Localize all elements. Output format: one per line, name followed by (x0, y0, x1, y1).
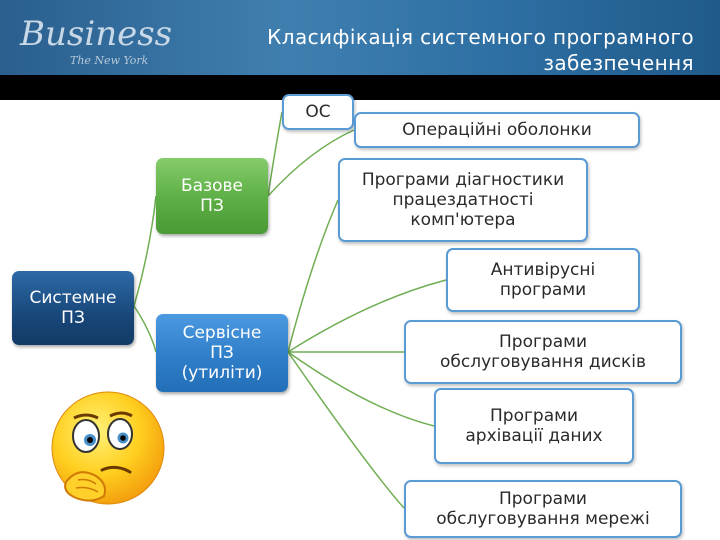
connector-service-archive (287, 351, 435, 427)
node-service-software-line2: ПЗ (210, 343, 234, 363)
node-diagnostics-line1: Програми діагностики (361, 170, 565, 190)
node-network-maintenance-line1: Програми (498, 489, 587, 509)
node-service-software-line3: (утиліти) (181, 363, 263, 383)
node-archiving-line2: архівації даних (465, 426, 603, 446)
page-title-line1: Класифікація системного програмного (267, 25, 694, 49)
node-base-software: Базове ПЗ (156, 158, 268, 234)
page-title: Класифікація системного програмного забе… (214, 24, 694, 75)
node-os-label: ОС (305, 102, 331, 122)
node-base-software-line2: ПЗ (200, 196, 224, 216)
connector-base-os (267, 111, 283, 197)
node-system-software-line2: ПЗ (61, 308, 85, 328)
node-system-software-line1: Системне (29, 288, 117, 308)
node-antivirus-line2: програми (499, 280, 587, 300)
node-os-shells: Операційні оболонки (354, 112, 640, 148)
node-diagnostics-line2: працездатності (392, 190, 534, 210)
logo-subtext: The New York (70, 54, 149, 67)
node-base-software-line1: Базове (181, 176, 243, 196)
header-banner: Business The New York Класифікація систе… (0, 0, 720, 75)
connector-base-shells (267, 129, 355, 197)
node-os: ОС (282, 94, 354, 130)
node-antivirus: Антивірусні програми (446, 248, 640, 312)
connector-root-service (133, 305, 157, 353)
node-archiving-line1: Програми (490, 406, 578, 426)
header-divider-bar (0, 75, 720, 100)
node-service-software: Сервісне ПЗ (утиліти) (156, 314, 288, 392)
page-title-line2: забезпечення (543, 51, 694, 75)
node-disk-maintenance: Програми обслуговування дисків (404, 320, 682, 384)
node-network-maintenance-line2: обслуговування мережі (436, 509, 650, 529)
connector-service-diagnostics (287, 199, 339, 353)
logo-text: Business (20, 14, 173, 54)
connector-root-base (133, 195, 157, 307)
node-disk-maintenance-line1: Програми (499, 332, 587, 352)
node-diagnostics: Програми діагностики працездатності комп… (338, 158, 588, 242)
node-system-software: Системне ПЗ (12, 271, 134, 345)
node-archiving: Програми архівації даних (434, 388, 634, 464)
node-network-maintenance: Програми обслуговування мережі (404, 480, 682, 538)
connector-service-network (287, 351, 405, 509)
node-antivirus-line1: Антивірусні (490, 260, 596, 280)
thinking-smiley-icon (51, 391, 165, 505)
node-service-software-line1: Сервісне (182, 323, 262, 343)
node-diagnostics-line3: комп'ютера (410, 210, 516, 230)
connector-service-antivirus (287, 279, 447, 353)
node-disk-maintenance-line2: обслуговування дисків (439, 352, 647, 372)
node-os-shells-label: Операційні оболонки (402, 120, 592, 140)
